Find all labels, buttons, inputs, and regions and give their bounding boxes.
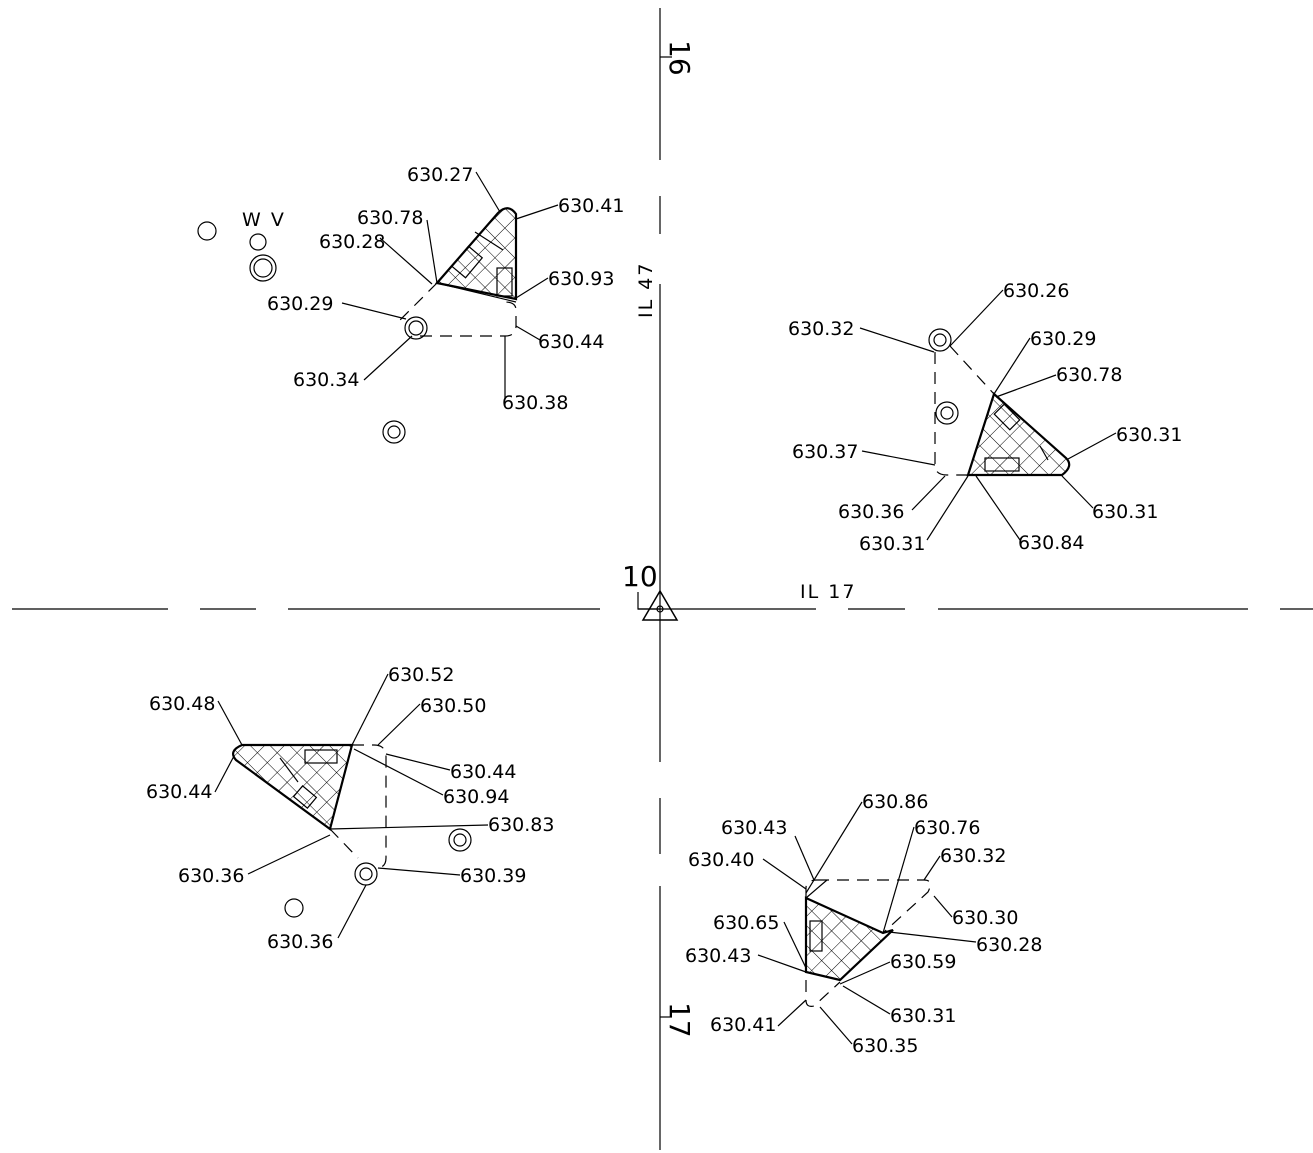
elev-label: 630.44 — [450, 761, 516, 783]
elev-label: 630.31 — [859, 533, 925, 555]
elev-label: 630.29 — [1030, 328, 1096, 350]
elev-label: 630.52 — [388, 664, 454, 686]
elev-label: 630.94 — [443, 786, 509, 808]
elev-label: 630.38 — [502, 392, 568, 414]
elev-label: 630.83 — [488, 814, 554, 836]
elev-label: 630.36 — [178, 865, 244, 887]
manhole-icon — [404, 316, 428, 340]
elev-label: 630.31 — [1092, 501, 1158, 523]
elev-label: 630.28 — [976, 934, 1042, 956]
elev-label: 630.59 — [890, 951, 956, 973]
manhole-icon — [197, 221, 217, 241]
elev-label: 630.86 — [862, 791, 928, 813]
elev-label: 630.34 — [293, 369, 359, 391]
elev-label: 630.78 — [1056, 364, 1122, 386]
elev-label: 630.43 — [685, 945, 751, 967]
station-label-bottom: 17 — [663, 1002, 696, 1038]
elev-label: 630.29 — [267, 293, 333, 315]
elev-label: 630.37 — [792, 441, 858, 463]
elev-label: 630.39 — [460, 865, 526, 887]
elev-label: 630.36 — [267, 931, 333, 953]
elev-label: 630.43 — [721, 817, 787, 839]
elev-label: 630.32 — [940, 845, 1006, 867]
elev-label: 630.26 — [1003, 280, 1069, 302]
elev-label: 630.28 — [319, 231, 385, 253]
elev-label: 630.36 — [838, 501, 904, 523]
nw-leaders — [341, 171, 559, 398]
elev-label: 630.65 — [713, 912, 779, 934]
manhole-icon — [253, 258, 273, 278]
elev-label: 630.41 — [710, 1014, 776, 1036]
centerline-north-south — [659, 8, 672, 1150]
elev-label: 630.50 — [420, 695, 486, 717]
manhole-icon — [933, 333, 947, 347]
ne-leaders — [859, 289, 1117, 541]
se-leaders — [757, 801, 977, 1045]
elev-label: 630.32 — [788, 318, 854, 340]
manhole-icon — [382, 420, 406, 444]
manhole-icon — [354, 862, 378, 886]
sw-leaders — [214, 673, 489, 939]
manhole-icon — [453, 833, 467, 847]
road-label-ns: IL 47 — [635, 262, 657, 318]
benchmark-icon — [637, 589, 679, 621]
manhole-icon — [284, 898, 304, 918]
road-label-ew: IL 17 — [800, 581, 856, 603]
elev-label: 630.27 — [407, 164, 473, 186]
elev-label: 630.31 — [890, 1005, 956, 1027]
sw-corner-island — [232, 743, 387, 869]
manhole-icon — [940, 406, 954, 420]
elev-label: 630.48 — [149, 693, 215, 715]
elev-label: 630.41 — [558, 195, 624, 217]
elev-label: 630.44 — [538, 331, 604, 353]
elev-label: 630.76 — [914, 817, 980, 839]
manhole-icon — [448, 828, 472, 852]
elev-label: 630.44 — [146, 781, 212, 803]
elev-label: 630.31 — [1116, 424, 1182, 446]
manhole-icon — [359, 867, 373, 881]
elev-label: 630.93 — [548, 268, 614, 290]
ne-corner-island — [934, 345, 1071, 477]
elev-label: 630.84 — [1018, 532, 1084, 554]
water-valve-icon — [249, 233, 267, 251]
manhole-icon — [249, 254, 277, 282]
manhole-icon — [387, 425, 401, 439]
manhole-icon — [928, 328, 952, 352]
elev-label: 630.35 — [852, 1035, 918, 1057]
se-corner-island — [804, 879, 931, 1007]
benchmark-label: 10 — [622, 560, 658, 593]
elev-label: 630.30 — [952, 907, 1018, 929]
nw-corner-island — [399, 207, 518, 337]
manhole-icon — [408, 320, 424, 336]
elev-label: 630.40 — [688, 849, 754, 871]
wv-label: W V — [242, 209, 286, 231]
manhole-icon — [935, 401, 959, 425]
station-label-top: 16 — [663, 40, 696, 76]
elev-label: 630.78 — [357, 207, 423, 229]
